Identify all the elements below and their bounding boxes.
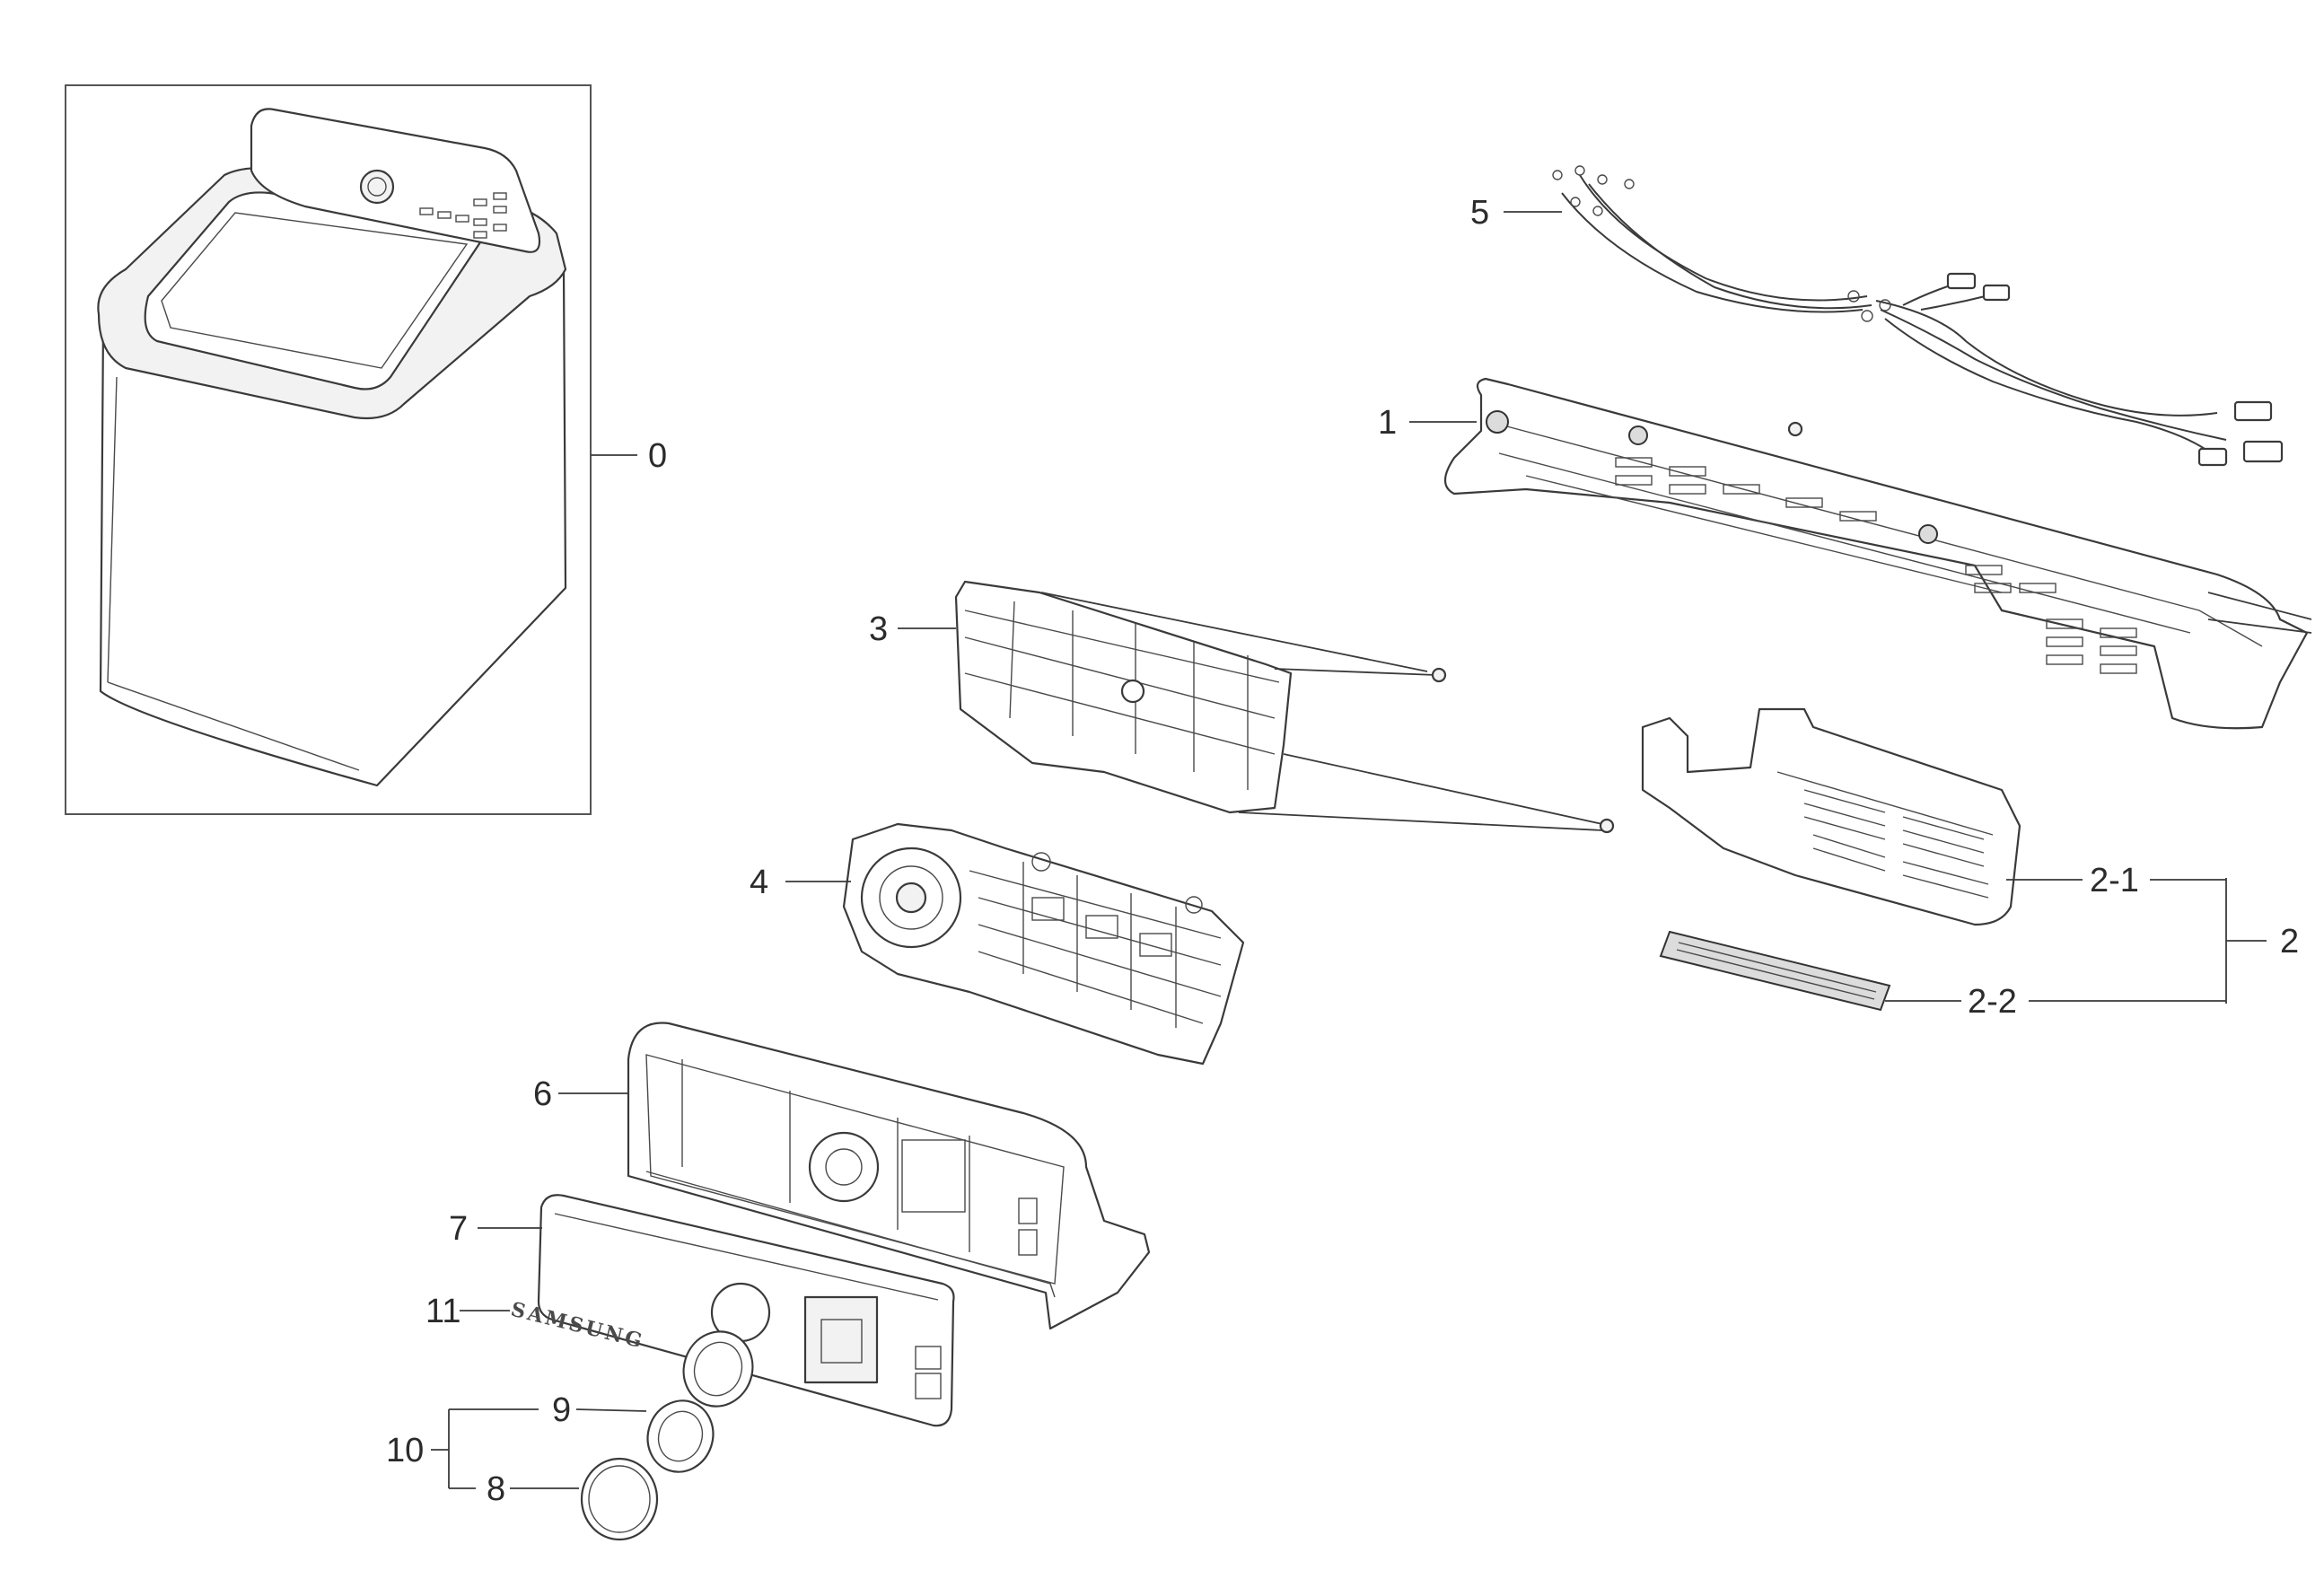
part-1-slots — [1615, 457, 2137, 674]
callout-11-group: 11 — [425, 1293, 510, 1330]
callout-2-group: 2 — [2225, 878, 2299, 1004]
part-3-bracket-cover — [954, 580, 1615, 834]
callout-7-label: 7 — [449, 1210, 468, 1248]
callout-4-group: 4 — [750, 864, 851, 901]
callout-0-label: 0 — [648, 437, 667, 475]
callout-2-label: 2 — [2280, 923, 2299, 961]
callout-2-2-label: 2-2 — [1968, 983, 2017, 1021]
part-4-pcb-assembly — [842, 822, 1245, 1066]
part-5-wire-harness — [1552, 165, 2284, 467]
callout-7-group: 7 — [449, 1210, 542, 1248]
part-2-2-warning-label — [1659, 930, 1891, 1012]
callout-0-group: 0 — [591, 437, 667, 475]
callout-11-label: 11 — [425, 1293, 460, 1330]
callout-9-label: 9 — [552, 1391, 571, 1429]
callout-6-label: 6 — [533, 1075, 552, 1113]
part-2-1-vents — [1803, 789, 1989, 899]
callout-4-label: 4 — [750, 864, 768, 901]
part-0-washer-assembly — [65, 84, 592, 815]
part-7-panel-overlay — [537, 1194, 955, 1427]
callout-6-group: 6 — [533, 1075, 628, 1113]
callout-3-label: 3 — [869, 610, 888, 648]
part-6-panel-housing — [627, 1022, 1151, 1330]
callout-2-2-group: 2-2 — [1885, 983, 2226, 1021]
callout-5-label: 5 — [1470, 194, 1489, 232]
callout-10-label: 10 — [386, 1432, 424, 1469]
part-9-dial-rings — [646, 1330, 754, 1473]
part-0-frame — [65, 84, 592, 815]
callout-1-group: 1 — [1378, 404, 1477, 442]
callout-10-group: 10 — [386, 1408, 539, 1489]
callout-2-1-group: 2-1 — [2006, 862, 2226, 899]
callout-5-group: 5 — [1470, 194, 1562, 232]
callout-8-label: 8 — [487, 1470, 505, 1508]
callout-9-group: 9 — [552, 1391, 647, 1429]
part-8-knob-cap — [580, 1457, 659, 1541]
part-1-panel-frame — [1443, 377, 2312, 730]
callout-1-label: 1 — [1378, 404, 1397, 442]
callout-2-1-label: 2-1 — [2090, 862, 2139, 899]
callout-3-group: 3 — [869, 610, 956, 648]
part-2-1-pcb-cover — [1641, 707, 2021, 926]
callout-8-group: 8 — [487, 1470, 579, 1508]
